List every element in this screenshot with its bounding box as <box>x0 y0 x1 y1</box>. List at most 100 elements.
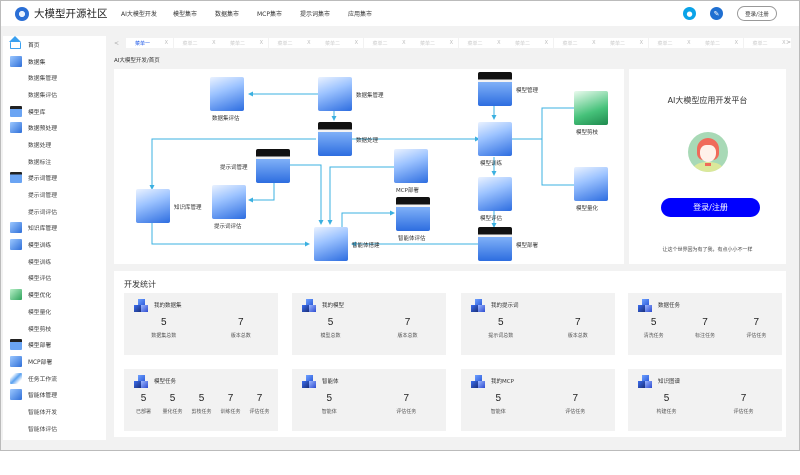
tab-close-icon[interactable]: X <box>307 40 311 46</box>
nav-mcp-market[interactable]: MCP集市 <box>257 11 282 18</box>
bell-icon[interactable]: ● <box>683 7 696 20</box>
sidebar-item[interactable]: 数据集评估 <box>3 86 106 103</box>
flow-node-prompt-eval[interactable] <box>212 185 246 219</box>
metric-label: 版本总数 <box>567 333 588 339</box>
flow-node-label: 数据处理 <box>356 138 379 144</box>
user-icon[interactable]: ✎ <box>710 7 723 20</box>
sidebar-item[interactable]: 任务工作流 <box>3 370 106 387</box>
tab-close-icon[interactable]: X <box>639 40 643 46</box>
nav-model-market[interactable]: 模型集市 <box>173 11 198 18</box>
tab-close-icon[interactable]: X <box>782 40 786 46</box>
tab-next-button[interactable]: > <box>786 39 792 46</box>
flow-node-kb-mgmt[interactable] <box>136 189 170 223</box>
sidebar-item[interactable]: 数据处理 <box>3 136 106 153</box>
sidebar-item[interactable]: 智能体管理 <box>3 386 106 403</box>
sidebar-item[interactable]: 提示词管理 <box>3 170 106 187</box>
platform-title: AI大模型应用开发平台 <box>667 96 748 105</box>
flow-node-data-proc[interactable] <box>318 122 352 156</box>
nav-app-market[interactable]: 应用集市 <box>348 11 373 18</box>
nav-ai-dev[interactable]: AI大模型开发 <box>121 11 157 18</box>
metric-value: 5 <box>650 317 657 328</box>
flow-node-model-mgmt[interactable] <box>478 72 512 106</box>
sidebar-item[interactable]: 数据集管理 <box>3 69 106 86</box>
sidebar-item[interactable]: 数据标注 <box>3 153 106 170</box>
flow-node-label: 模型剪枝 <box>576 130 599 136</box>
tab-close-icon[interactable]: X <box>592 40 596 46</box>
logo[interactable]: 大模型开源社区 <box>15 6 115 21</box>
tab-close-icon[interactable]: X <box>449 40 453 46</box>
flow-node-prompt-mgmt[interactable] <box>256 149 290 183</box>
flow-node-model-deploy[interactable] <box>478 227 512 261</box>
sidebar-item[interactable]: 智能体开发 <box>3 403 106 420</box>
login-register-button[interactable]: 登录/注册 <box>737 6 777 21</box>
sidebar-item[interactable]: 模型优化 <box>3 286 106 303</box>
tab-close-icon[interactable]: X <box>497 40 501 46</box>
flow-node-dataset-mgmt[interactable] <box>318 77 352 111</box>
tab-prev-button[interactable]: < <box>114 39 120 47</box>
flow-node-mcp-deploy[interactable] <box>394 149 428 183</box>
sidebar-item[interactable]: 首页 <box>3 36 106 53</box>
sidebar-item-label: 模型优化 <box>28 293 52 300</box>
tab-close-icon[interactable]: X <box>259 40 263 46</box>
sidebar-item[interactable]: 模型库 <box>3 103 106 120</box>
sidebar-item[interactable]: MCP部署 <box>3 353 106 370</box>
flow-node-model-train[interactable] <box>478 122 512 156</box>
tab-close-icon[interactable]: X <box>544 40 548 46</box>
sidebar-item[interactable]: 数据预处理 <box>3 119 106 136</box>
flow-node-dataset-eval[interactable] <box>210 77 244 111</box>
flow-node-model-prune[interactable] <box>574 91 608 125</box>
mcp-icon <box>10 355 22 367</box>
tab-close-icon[interactable]: X <box>354 40 358 46</box>
tab-close-icon[interactable]: X <box>164 40 168 46</box>
tab-close-icon[interactable]: X <box>687 40 691 46</box>
sidebar-item[interactable]: 提示词管理 <box>3 186 106 203</box>
tab-close-icon[interactable]: X <box>402 40 406 46</box>
flow-node-agent-eval[interactable] <box>396 197 430 231</box>
flow-node-model-eval[interactable] <box>478 177 512 211</box>
sidebar-item[interactable]: 模型训练 <box>3 236 106 253</box>
sidebar-item[interactable]: 数据集 <box>3 53 106 70</box>
tab-close-icon[interactable]: X <box>734 40 738 46</box>
sidebar-item[interactable]: 智能体评估 <box>3 420 106 437</box>
sidebar-item[interactable]: 模型部署 <box>3 336 106 353</box>
sidebar-item[interactable]: 模型训练 <box>3 253 106 270</box>
sidebar-item[interactable]: 知识库管理 <box>3 220 106 237</box>
nav-data-market[interactable]: 数据集市 <box>215 11 240 18</box>
tab-close-icon[interactable]: X <box>212 40 216 46</box>
cubes-icon <box>638 375 652 388</box>
platform-login-button[interactable]: 登录/注册 <box>661 198 760 217</box>
sidebar-item-label: 提示词管理 <box>28 193 57 200</box>
sidebar-item[interactable]: 模型评估 <box>3 270 106 287</box>
flow-node-agent-build[interactable] <box>314 227 348 261</box>
nav-prompt-market[interactable]: 提示词集市 <box>300 11 331 18</box>
sidebar-item[interactable]: 模型量化 <box>3 303 106 320</box>
sidebar-item[interactable]: 模型剪枝 <box>3 320 106 337</box>
flow-node-model-quant[interactable] <box>574 167 608 201</box>
sidebar-item[interactable]: 提示词评估 <box>3 203 106 220</box>
metric-value: 5 <box>497 317 504 328</box>
flow-node-label: 模型管理 <box>516 88 539 94</box>
